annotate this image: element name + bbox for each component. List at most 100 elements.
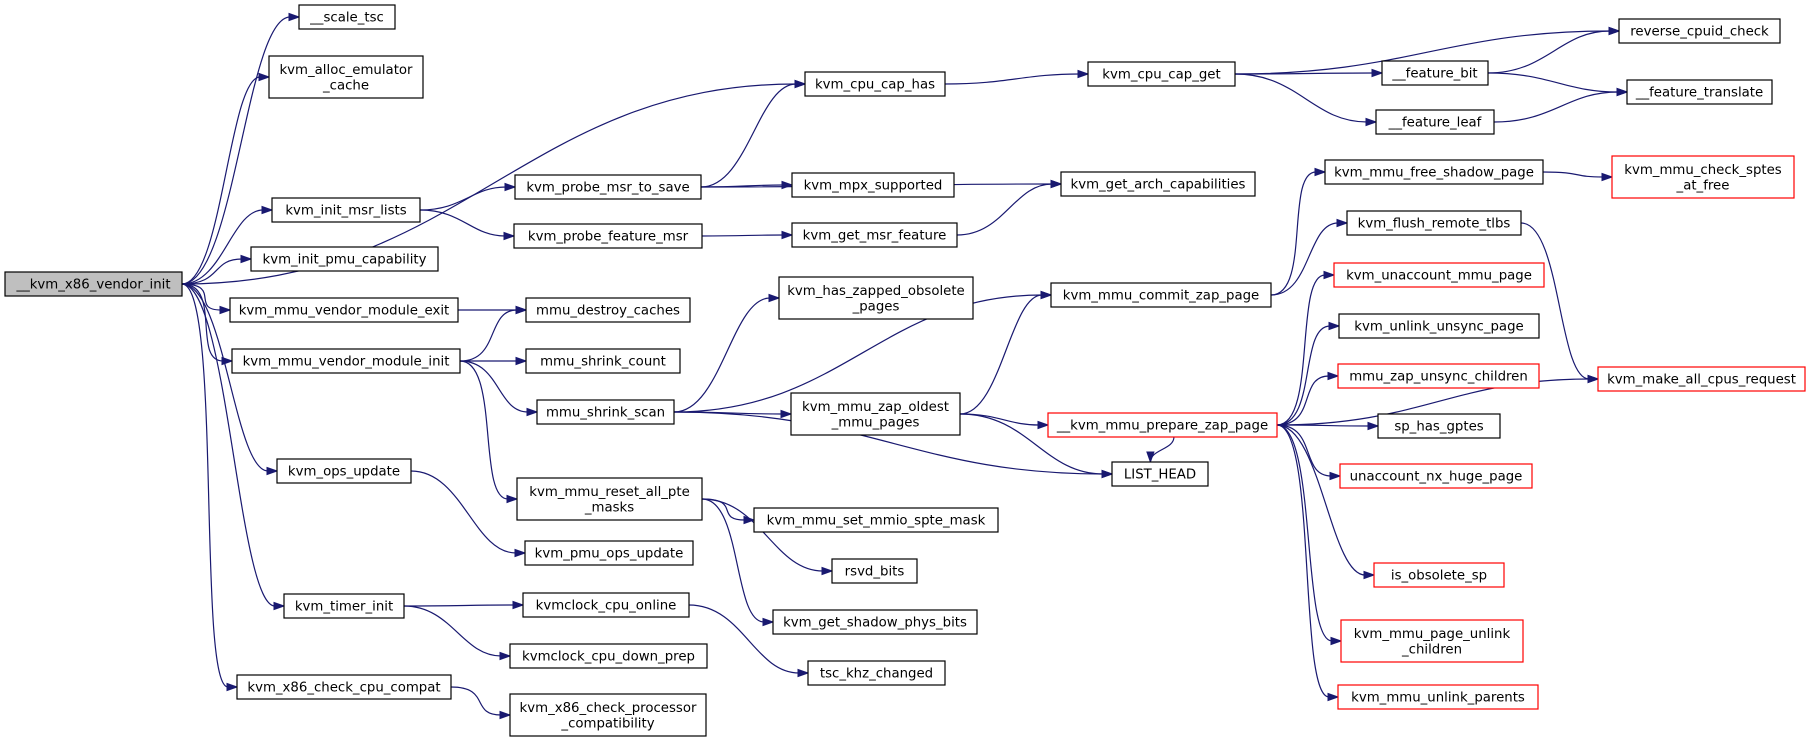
node-label: kvm_mmu_vendor_module_init [243, 355, 450, 370]
edge-timer-init-to-clock-down [403, 605, 512, 661]
node-flush-tlbs[interactable]: kvm_flush_remote_tlbs [1346, 210, 1522, 236]
node-make-all-cpus[interactable]: kvm_make_all_cpus_request [1597, 366, 1806, 392]
node-root[interactable]: __kvm_x86_vendor_init [4, 271, 183, 297]
edge-line [1276, 424, 1366, 576]
node-label: kvm_pmu_ops_update [535, 547, 684, 562]
node-reset-pte-masks[interactable]: kvm_mmu_reset_all_pte_masks [516, 477, 703, 521]
node-mmu-shrink-scan[interactable]: mmu_shrink_scan [536, 399, 675, 425]
edge-arrowhead [1587, 374, 1600, 384]
edge-prepare-zap-to-unlink-unsync [1276, 321, 1341, 426]
node-clock-down[interactable]: kvmclock_cpu_down_prep [509, 643, 708, 669]
edge-prepare-zap-to-make-all-cpus [1276, 374, 1600, 426]
edge-line [181, 16, 291, 285]
edge-flush-tlbs-to-make-all-cpus [1520, 222, 1600, 384]
node-alloc-emu[interactable]: kvm_alloc_emulator_cache [268, 55, 424, 99]
node-prepare-zap[interactable]: __kvm_mmu_prepare_zap_page [1047, 412, 1278, 438]
node-probe-msr-to-save[interactable]: kvm_probe_msr_to_save [514, 174, 702, 200]
node-label: kvm_mmu_zap_oldest [802, 400, 949, 415]
node-zap-unsync[interactable]: mmu_zap_unsync_children [1337, 363, 1540, 389]
node-probe-feature-msr[interactable]: kvm_probe_feature_msr [513, 223, 703, 249]
node-zap-oldest[interactable]: kvm_mmu_zap_oldest_mmu_pages [790, 392, 961, 436]
node-box [298, 4, 396, 30]
node-cpu-cap-has[interactable]: kvm_cpu_cap_has [804, 71, 946, 97]
edge-arrowhead [1323, 270, 1336, 280]
edge-line [1493, 91, 1619, 123]
node-has-zapped[interactable]: kvm_has_zapped_obsolete_pages [778, 276, 974, 320]
node-label: mmu_shrink_count [540, 355, 666, 370]
node-label: kvm_get_shadow_phys_bits [783, 616, 967, 631]
node-init-msr-lists[interactable]: kvm_init_msr_lists [271, 197, 421, 223]
node-label: kvm_mmu_free_shadow_page [1334, 166, 1534, 181]
node-box [525, 348, 681, 374]
node-feature-translate[interactable]: __feature_translate [1626, 79, 1773, 105]
node-cpu-cap-get[interactable]: kvm_cpu_cap_get [1087, 61, 1236, 87]
node-check-sptes[interactable]: kvm_mmu_check_sptes_at_free [1611, 155, 1795, 199]
node-tsc-khz[interactable]: tsc_khz_changed [807, 660, 946, 686]
node-get-msr-feature[interactable]: kvm_get_msr_feature [791, 222, 958, 248]
node-init-pmu-cap[interactable]: kvm_init_pmu_capability [250, 246, 439, 272]
node-unlink-unsync[interactable]: kvm_unlink_unsync_page [1338, 313, 1540, 339]
node-ops-update[interactable]: kvm_ops_update [276, 458, 412, 484]
node-timer-init[interactable]: kvm_timer_init [283, 593, 405, 619]
node-check-proc-compat[interactable]: kvm_x86_check_processor_compatibility [509, 693, 707, 737]
node-set-mmio-mask[interactable]: kvm_mmu_set_mmio_spte_mask [753, 507, 999, 533]
node-free-shadow[interactable]: kvm_mmu_free_shadow_page [1324, 159, 1544, 185]
node-box [1618, 18, 1781, 44]
node-get-arch-cap[interactable]: kvm_get_arch_capabilities [1060, 171, 1256, 197]
edge-line [181, 209, 264, 285]
edge-root-to-init-pmu-cap [181, 254, 253, 285]
edge-init-msr-lists-to-probe-feature-msr [419, 209, 516, 241]
node-box [271, 197, 421, 223]
node-label: kvm_timer_init [295, 600, 393, 615]
edge-arrowhead [1077, 69, 1090, 79]
edge-prepare-zap-to-zap-unsync [1276, 371, 1340, 426]
edge-check-cpu-compat-to-check-proc-compat [450, 686, 512, 720]
edge-line [181, 283, 276, 607]
node-shadow-phys[interactable]: kvm_get_shadow_phys_bits [772, 609, 978, 635]
node-mmu-vendor-exit[interactable]: kvm_mmu_vendor_module_exit [229, 297, 459, 323]
edge-cpu-cap-get-to-feature-leaf [1234, 73, 1378, 127]
node-commit-zap[interactable]: kvm_mmu_commit_zap_page [1050, 282, 1272, 308]
node-rsvd-bits[interactable]: rsvd_bits [831, 558, 918, 584]
node-page-unlink-children[interactable]: kvm_mmu_page_unlink_children [1340, 619, 1524, 663]
node-unaccount-mmu[interactable]: kvm_unaccount_mmu_page [1333, 262, 1545, 288]
node-label: kvm_mmu_check_sptes [1624, 163, 1781, 178]
node-list-head[interactable]: LIST_HEAD [1111, 461, 1209, 487]
edge-line [1270, 222, 1339, 296]
node-box [1337, 684, 1539, 710]
edge-zap-oldest-to-prepare-zap [959, 413, 1050, 430]
edge-line [700, 184, 784, 188]
node-box [1050, 282, 1272, 308]
node-unaccount-nx[interactable]: unaccount_nx_huge_page [1339, 463, 1533, 489]
node-label: kvm_x86_check_processor [520, 701, 697, 716]
node-sp-has-gptes[interactable]: sp_has_gptes [1377, 413, 1501, 439]
node-rev-cpuid[interactable]: reverse_cpuid_check [1618, 18, 1781, 44]
edge-arrowhead [1330, 636, 1343, 646]
edge-line [403, 605, 502, 657]
node-feature-bit[interactable]: __feature_bit [1381, 60, 1489, 86]
node-scale-tsc[interactable]: __scale_tsc [298, 4, 396, 30]
node-pmu-ops-update[interactable]: kvm_pmu_ops_update [524, 540, 694, 566]
node-unlink-parents[interactable]: kvm_mmu_unlink_parents [1337, 684, 1539, 710]
node-mmu-destroy-caches[interactable]: mmu_destroy_caches [525, 297, 691, 323]
node-mmu-shrink-count[interactable]: mmu_shrink_count [525, 348, 681, 374]
node-mmu-vendor-init[interactable]: kvm_mmu_vendor_module_init [231, 348, 461, 374]
node-feature-leaf[interactable]: __feature_leaf [1375, 109, 1495, 135]
edge-line [410, 470, 517, 554]
edge-arrowhead [762, 617, 775, 627]
edge-cpu-cap-get-to-feature-bit [1234, 68, 1384, 78]
edge-arrowhead [219, 305, 232, 315]
node-is-obsolete[interactable]: is_obsolete_sp [1373, 562, 1505, 588]
edge-arrowhead [515, 356, 528, 366]
edge-mmu-shrink-scan-to-has-zapped [673, 293, 781, 413]
node-clock-online[interactable]: kvmclock_cpu_online [522, 592, 690, 618]
edge-arrowhead [1616, 87, 1629, 97]
node-box [791, 222, 958, 248]
node-box [509, 693, 707, 737]
node-check-cpu-compat[interactable]: kvm_x86_check_cpu_compat [236, 674, 452, 700]
edge-line [959, 413, 1040, 426]
node-mpx-supported[interactable]: kvm_mpx_supported [791, 172, 955, 198]
edge-root-to-alloc-emu [181, 72, 271, 285]
edge-arrowhead [1101, 469, 1114, 479]
